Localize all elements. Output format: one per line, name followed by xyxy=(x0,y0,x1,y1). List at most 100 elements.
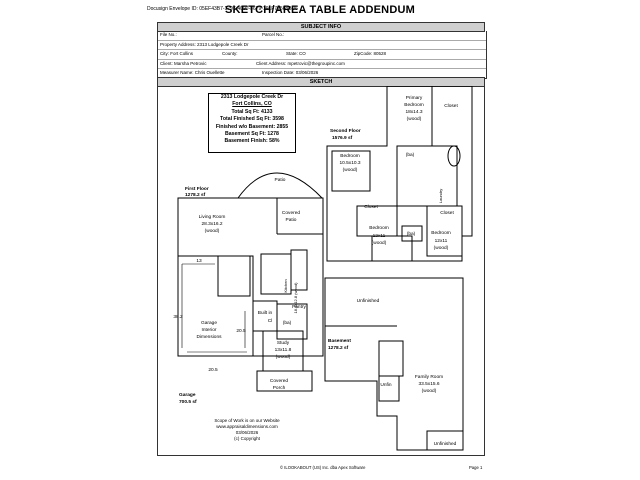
label-porch-1: Covered xyxy=(270,378,288,384)
area-summary-box: 2313 Lodgepole Creek Dr Fort Collins, CO… xyxy=(208,93,296,153)
city: City: Fort Collins xyxy=(160,51,194,56)
label-living-floor: (wood) xyxy=(205,228,220,234)
label-bath-1: (ba) xyxy=(406,152,415,158)
label-closet-2: Closet xyxy=(364,204,378,210)
label-primary-1: Primary xyxy=(406,95,423,101)
second-floor-area: 1576.9 sf xyxy=(332,135,353,141)
sketch-header: SKETCH xyxy=(157,77,485,87)
patio-outline xyxy=(237,172,323,199)
label-bedroom-1-floor: (wood) xyxy=(343,167,358,173)
label-unfinished-1: Unfinished xyxy=(357,298,380,304)
client: Client: Marsha Petrovic xyxy=(160,60,207,66)
label-kitchen: Kitchen xyxy=(283,279,288,292)
state: State: CO xyxy=(286,51,306,56)
label-ba: (ba) xyxy=(283,320,292,326)
county: County: xyxy=(222,51,238,56)
sketch-area xyxy=(157,86,485,456)
label-unfinished-2: Unfinished xyxy=(434,441,457,447)
label-porch-2: Porch xyxy=(273,385,286,391)
basement-label: Basement xyxy=(328,338,351,344)
footer-page: Page 1 xyxy=(469,465,483,470)
subject-info-table: File No.: Parcel No.: Property Address: … xyxy=(157,31,487,79)
basement-outline xyxy=(324,277,464,451)
label-pantry: Pantry xyxy=(292,304,306,310)
label-covered-patio-2: Patio xyxy=(286,217,297,223)
footer-software: © ILOOKABOUT (US) Inc. dba Apex Software xyxy=(280,465,366,470)
label-bath-2: (ba) xyxy=(407,231,416,237)
porch-outline xyxy=(256,370,313,392)
label-garage-3: Dimensions xyxy=(196,334,222,340)
closet-outline xyxy=(356,205,398,237)
scope-line-4: (c) Copyright xyxy=(234,436,261,441)
label-kitchen-dim: 18.3x12.8 (wood) xyxy=(293,282,298,314)
info-row-client: Client: Marsha Petrovic Client Address: … xyxy=(158,60,486,69)
info-row-measurer: Measurer Name: Chris Ouellette Inspectio… xyxy=(158,69,486,78)
label-patio: Patio xyxy=(275,177,286,183)
second-floor-outline xyxy=(326,86,473,262)
summary-finished-wo-basement: Finished w/o Basement: 2855 xyxy=(215,123,289,130)
label-unfin: Unfin xyxy=(380,382,392,388)
label-primary-floor: (wood) xyxy=(407,116,422,122)
zip: ZipCode: 80528 xyxy=(354,51,387,56)
bath-2-outline xyxy=(401,225,423,242)
inspection-date: Inspection Date: 03/06/2026 xyxy=(262,70,319,75)
label-study: Study xyxy=(277,340,290,346)
label-bedroom-3-floor: (wood) xyxy=(434,245,449,251)
pantry-area xyxy=(276,303,308,340)
info-row-file: File No.: Parcel No.: xyxy=(158,31,486,41)
label-bedroom-2-floor: (wood) xyxy=(372,240,387,246)
basement-stair xyxy=(378,340,404,377)
garage-area: 700.5 sf xyxy=(179,399,197,405)
label-dim-13: 13 xyxy=(196,258,202,264)
label-closet-1: Closet xyxy=(444,103,458,109)
garage-outline xyxy=(177,255,254,357)
second-floor-label: Second Floor xyxy=(330,128,361,134)
summary-address: 2313 Lodgepole Creek Dr xyxy=(220,94,284,100)
floor-plan-sketch: Patio Living Room 28.3x16.2 (wood) Cover… xyxy=(173,86,473,451)
info-row-address: Property Address: 2313 Lodgepole Creek D… xyxy=(158,41,486,50)
label-covered-patio-1: Covered xyxy=(282,210,300,216)
label-bedroom-3: Bedroom xyxy=(431,230,450,236)
label-cl: Cl xyxy=(268,318,273,324)
kitchen-counter xyxy=(290,249,308,291)
label-dim-38: 38.2 xyxy=(173,314,183,320)
bathtub xyxy=(447,145,461,167)
summary-basement-finish: Basement Finish: 58% xyxy=(224,138,280,145)
label-closet-3: Closet xyxy=(440,210,454,216)
label-built-in: Built in xyxy=(258,310,273,316)
label-study-floor: (wood) xyxy=(276,354,291,360)
file-no: File No.: xyxy=(160,32,177,37)
first-floor-area: 1278.2 sf xyxy=(185,192,206,198)
subject-info-header: SUBJECT INFO xyxy=(157,22,485,32)
bedroom-3-outline xyxy=(426,205,463,257)
label-study-dim: 13x11.8 xyxy=(275,347,292,353)
label-bedroom-3-dim: 12x11 xyxy=(435,238,448,244)
label-garage-1: Garage xyxy=(201,320,217,326)
label-bedroom-1: Bedroom xyxy=(340,153,359,159)
label-bedroom-2-dim: 12x11 xyxy=(373,233,386,239)
envelope-id: Docusign Envelope ID: 05EF43B7-1797-4090… xyxy=(147,6,298,12)
summary-city: Fort Collins, CO xyxy=(232,101,272,108)
label-family-floor: (wood) xyxy=(422,388,437,394)
label-family-dim: 33.5x15.6 xyxy=(418,381,439,387)
label-garage-2: Interior xyxy=(202,327,217,333)
first-floor-label: First Floor xyxy=(185,186,209,192)
label-primary-2: Bedroom xyxy=(404,102,423,108)
basement-area: 1278.2 sf xyxy=(328,345,349,351)
garage-label: Garage xyxy=(179,392,196,398)
bedroom-2-outline xyxy=(371,235,413,262)
scope-line-1: Scope of Work is on our Website xyxy=(214,418,280,423)
info-row-city: City: Fort Collins County: State: CO Zip… xyxy=(158,50,486,60)
label-living: Living Room xyxy=(199,214,226,220)
label-dim-20-5-v: 20.5 xyxy=(236,328,246,334)
summary-total: Total Sq Ft: 4133 xyxy=(231,108,273,115)
scope-line-3: 03/06/2026 xyxy=(236,430,259,435)
label-bedroom-2: Bedroom xyxy=(369,225,388,231)
summary-finished: Total Finished Sq Ft: 3598 xyxy=(220,116,284,123)
label-dim-20-5-h: 20.5 xyxy=(208,367,218,373)
built-in-area xyxy=(252,300,278,332)
parcel-no: Parcel No.: xyxy=(262,32,285,37)
stair-area xyxy=(217,255,251,297)
property-address: Property Address: 2313 Lodgepole Creek D… xyxy=(160,41,249,47)
summary-basement: Basement Sq Ft: 1278 xyxy=(225,131,279,138)
